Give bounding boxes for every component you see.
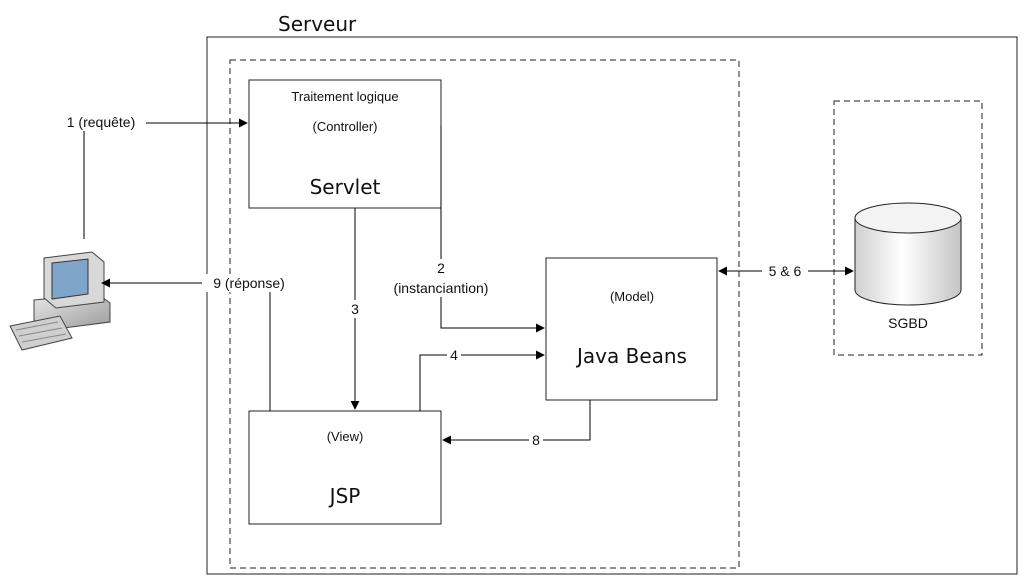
beans-title: Java Beans	[575, 344, 687, 368]
label-response: 9 (réponse)	[213, 275, 285, 291]
label-database: 5 & 6	[769, 263, 802, 279]
servlet-line1: Traitement logique	[291, 89, 398, 104]
label-forward: 3	[351, 301, 359, 317]
database-cylinder-icon	[854, 202, 962, 306]
arrow-access	[419, 350, 545, 411]
database-label: SGBD	[888, 315, 928, 331]
beans-role: (Model)	[610, 289, 654, 304]
label-instantiation-number: 2	[437, 260, 445, 276]
web-container-dashed	[229, 59, 740, 569]
label-request: 1 (requête)	[67, 114, 135, 130]
jsp-box	[248, 410, 442, 525]
label-return: 8	[532, 432, 540, 448]
java-beans-box	[545, 257, 718, 401]
client-computer-icon	[9, 251, 111, 351]
label-instantiation-text: (instanciantion)	[394, 280, 489, 296]
jsp-role: (View)	[327, 429, 364, 444]
servlet-line2: (Controller)	[312, 119, 377, 134]
label-access: 4	[450, 347, 458, 363]
database-container-dashed	[833, 100, 983, 356]
jsp-title: JSP	[328, 484, 361, 508]
servlet-title: Servlet	[310, 175, 381, 199]
arrow-instantiation	[440, 125, 545, 333]
server-title: Serveur	[278, 12, 357, 36]
arrow-return	[442, 400, 591, 445]
